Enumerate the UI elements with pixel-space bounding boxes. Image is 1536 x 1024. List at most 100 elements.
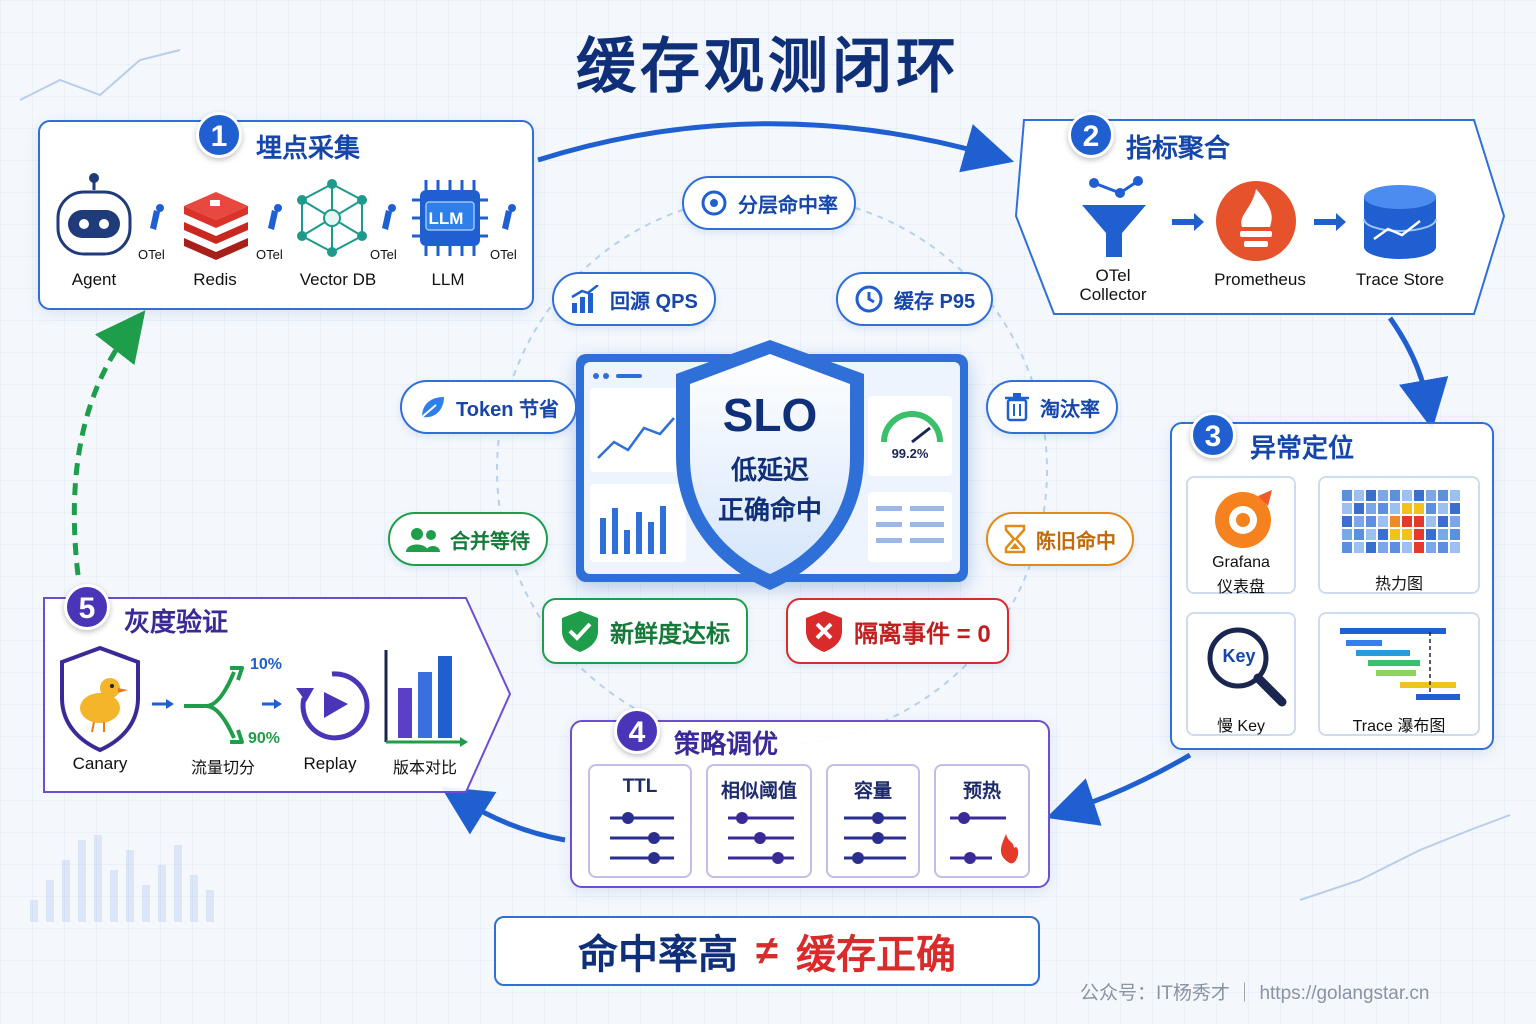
center-dashed-ring — [496, 194, 1048, 746]
slow-key-label: 慢 Key — [1216, 718, 1266, 735]
otel-label: OTel — [256, 247, 283, 262]
slo-title: SLO — [722, 389, 818, 441]
metric-isolation-events: 隔离事件 = 0 — [786, 598, 1009, 664]
heatmap-card: 热力图 — [1318, 476, 1480, 594]
arrow-1-to-2 — [537, 121, 1015, 173]
heatmap-cell — [1366, 503, 1376, 514]
slo-line-1: 低延迟 — [730, 455, 809, 485]
conclusion-right: 缓存正确 — [795, 933, 956, 977]
heatmap-cell — [1450, 529, 1460, 540]
redis-label: Redis — [193, 270, 237, 289]
heatmap-cell — [1378, 529, 1388, 540]
metric-label: 淘汰率 — [1040, 398, 1100, 421]
capacity-card: 容量 — [826, 764, 920, 878]
heatmap-cell — [1426, 490, 1436, 501]
funnel-icon — [1082, 176, 1146, 257]
metric-label: 回源 QPS — [610, 290, 698, 313]
replay-icon — [296, 671, 370, 741]
heatmap-cell — [1438, 542, 1448, 553]
heatmap-cell — [1366, 542, 1376, 553]
heatmap-cell — [1342, 542, 1352, 553]
heatmap-cell — [1342, 516, 1352, 527]
heatmap-label: 热力图 — [1374, 576, 1423, 593]
grafana-label-2: 仪表盘 — [1216, 579, 1265, 596]
waterfall-icon — [1340, 628, 1460, 700]
rising-bars-icon — [571, 285, 599, 313]
heatmap-cell — [1378, 516, 1388, 527]
arrow-right-icon — [1314, 213, 1346, 231]
heatmap-cell — [1426, 503, 1436, 514]
heatmap-cell — [1426, 516, 1436, 527]
heatmap-cell — [1354, 503, 1364, 514]
metric-origin-qps: 回源 QPS — [552, 272, 716, 326]
split-top-pct: 10% — [250, 656, 283, 673]
decorative-bars — [30, 835, 214, 922]
heatmap-cell — [1414, 542, 1424, 553]
heatmap-cell — [1426, 542, 1436, 553]
heatmap-cell — [1402, 516, 1412, 527]
leaf-icon — [421, 397, 444, 418]
section3-title: 异常定位 — [1250, 433, 1355, 463]
gauge-value: 99.2% — [891, 446, 929, 461]
slow-key-card: Key 慢 Key — [1186, 612, 1296, 736]
robot-icon — [56, 173, 132, 256]
split-bottom-pct: 90% — [248, 730, 281, 747]
watermark: 公众号：IT杨秀才 ｜ https://golangstar.cn — [1080, 983, 1430, 1004]
heatmap-cell — [1366, 516, 1376, 527]
heatmap-cell — [1378, 503, 1388, 514]
section4-title: 策略调优 — [674, 729, 779, 759]
grafana-icon — [1215, 490, 1272, 548]
conclusion-box: 命中率高 ≠ 缓存正确 — [494, 916, 1040, 986]
arrow-4-to-5 — [440, 786, 566, 843]
otel-probe-icon — [502, 204, 516, 230]
heatmap-cell — [1354, 490, 1364, 501]
gauge-icon — [881, 411, 943, 443]
trace-waterfall-label: Trace 瀑布图 — [1352, 718, 1446, 735]
prometheus-label: Prometheus — [1214, 270, 1306, 289]
heatmap-cell — [1354, 516, 1364, 527]
canary-label: Canary — [72, 754, 128, 773]
prometheus-icon — [1216, 181, 1296, 261]
arrow-right-icon — [1172, 213, 1204, 231]
heatmap-cell — [1426, 529, 1436, 540]
arrow-right-icon — [152, 699, 174, 709]
arrow-3-to-4 — [1046, 752, 1192, 826]
clock-icon — [855, 285, 883, 313]
metric-freshness: 新鲜度达标 — [542, 598, 748, 664]
grafana-label-1: Grafana — [1212, 554, 1270, 571]
arrow-5-to-1 — [71, 310, 146, 576]
decorative-line-bottom-right — [1299, 814, 1511, 901]
sliders-icon — [844, 812, 906, 864]
ttl-label: TTL — [622, 776, 658, 797]
sliders-flame-icon — [950, 812, 1019, 864]
heatmap-cell — [1378, 542, 1388, 553]
heatmap-cell — [1402, 503, 1412, 514]
heatmap-cell — [1390, 503, 1400, 514]
otel-collector-label-2: Collector — [1079, 285, 1147, 304]
heatmap-cell — [1390, 490, 1400, 501]
section1-icons — [56, 173, 516, 260]
page-title: 缓存观测闭环 — [576, 33, 960, 100]
trace-waterfall-card: Trace 瀑布图 — [1318, 612, 1480, 736]
target-icon — [701, 190, 727, 216]
heatmap-cell — [1366, 529, 1376, 540]
heatmap-cell — [1366, 490, 1376, 501]
otel-collector-label-1: OTel — [1095, 266, 1131, 285]
line-chart-icon — [597, 417, 675, 459]
mini-bar-chart-icon — [600, 506, 666, 554]
preheat-label: 预热 — [962, 781, 1001, 802]
vector-db-icon — [297, 179, 367, 257]
metric-cache-p95: 缓存 P95 — [836, 272, 994, 326]
metric-label: Token 节省 — [456, 398, 559, 421]
metric-stale-hit: 陈旧命中 — [986, 512, 1134, 566]
heatmap-cell — [1354, 542, 1364, 553]
similarity-threshold-card: 相似阈值 — [706, 764, 812, 878]
metric-label: 隔离事件 = 0 — [854, 620, 991, 648]
heatmap-cell — [1450, 542, 1460, 553]
version-compare-label: 版本对比 — [392, 760, 457, 777]
llm-chip-icon — [412, 180, 488, 256]
dashboard-widgets — [590, 373, 952, 562]
slo-line-2: 正确命中 — [717, 495, 822, 525]
replay-label: Replay — [303, 754, 357, 773]
metric-token-saving: Token 节省 — [400, 380, 577, 434]
